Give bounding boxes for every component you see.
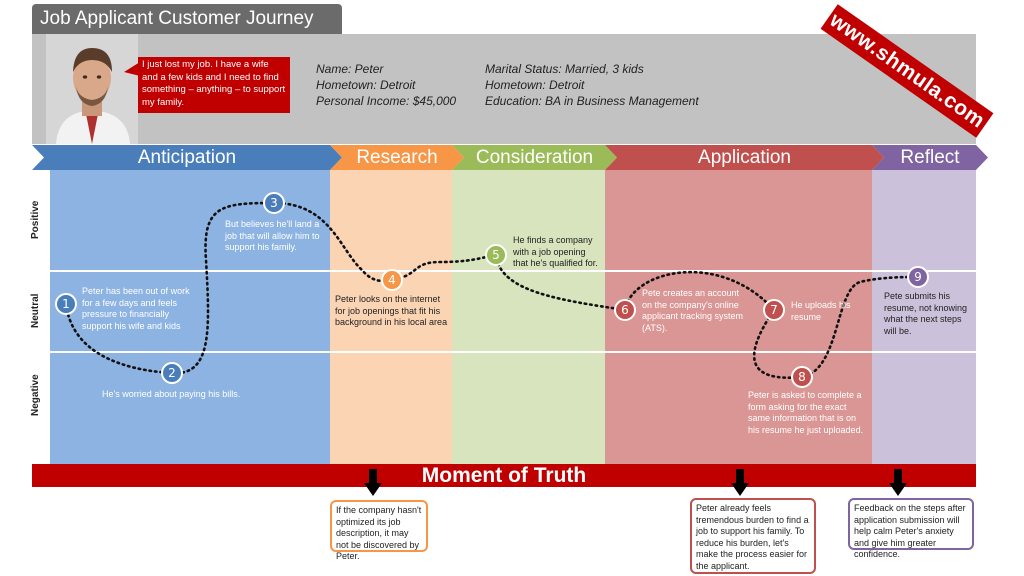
down-arrow-icon (364, 469, 382, 496)
down-arrow-icon (889, 469, 907, 496)
quote-pointer (124, 62, 140, 76)
stage-column-consideration (452, 170, 605, 464)
persona-name: Name: Peter (316, 62, 384, 76)
down-arrow-icon (731, 469, 749, 496)
stage-label-consideration: Consideration (475, 147, 594, 168)
row-label-positive: Positive (30, 200, 41, 240)
row-divider-neutral-negative (50, 351, 976, 353)
step-note-2: He's worried about paying his bills. (102, 389, 241, 399)
step-node-9: 9 (907, 266, 929, 288)
step-note-6: Pete creates an account on the company's… (642, 288, 744, 333)
moment-of-truth-bar: Moment of Truth (32, 464, 976, 487)
persona-hometown: Hometown: Detroit (316, 78, 416, 92)
step-note-1: Peter has been out of work for a few day… (82, 286, 190, 331)
step-node-4: 4 (381, 269, 403, 291)
step-node-1: 1 (55, 293, 77, 315)
stage-label-application: Application (698, 147, 791, 168)
persona-marital-status: Marital Status: Married, 3 kids (485, 62, 644, 76)
persona-quote: I just lost my job. I have a wife and a … (138, 57, 290, 113)
callout-research: If the company hasn't optimized its job … (330, 500, 428, 561)
step-node-3: 3 (263, 192, 285, 214)
step-note-5: He finds a company with a job opening th… (513, 235, 598, 268)
step-node-2: 2 (161, 362, 183, 384)
stage-label-anticipation: Anticipation (137, 147, 237, 168)
step-node-7: 7 (763, 299, 785, 321)
row-label-negative: Negative (30, 374, 41, 416)
step-note-4: Peter looks on the internet for job open… (335, 294, 448, 327)
persona-income: Personal Income: $45,000 (316, 94, 457, 108)
callout-application: Peter already feels tremendous burden to… (690, 498, 816, 574)
step-note-3: But believes he'll land a job that will … (225, 219, 320, 252)
persona-avatar (46, 34, 138, 144)
step-node-8: 8 (791, 366, 813, 388)
stage-label-research: Research (356, 147, 438, 168)
step-note-9: Pete submits his resume, not knowing wha… (884, 291, 968, 336)
callout-reflect: Feedback on the steps after application … (848, 498, 974, 559)
row-label-neutral: Neutral (30, 293, 41, 329)
step-node-6: 6 (614, 299, 636, 321)
stage-label-reflect: Reflect (900, 147, 960, 168)
step-note-7: He uploads his resume (791, 300, 851, 322)
step-node-5: 5 (485, 244, 507, 266)
persona-hometown-2: Hometown: Detroit (485, 78, 585, 92)
step-note-8: Peter is asked to complete a form asking… (748, 390, 864, 435)
row-divider-positive-neutral (50, 270, 976, 272)
persona-education: Education: BA in Business Management (485, 94, 699, 108)
page-title: Job Applicant Customer Journey (32, 4, 342, 34)
